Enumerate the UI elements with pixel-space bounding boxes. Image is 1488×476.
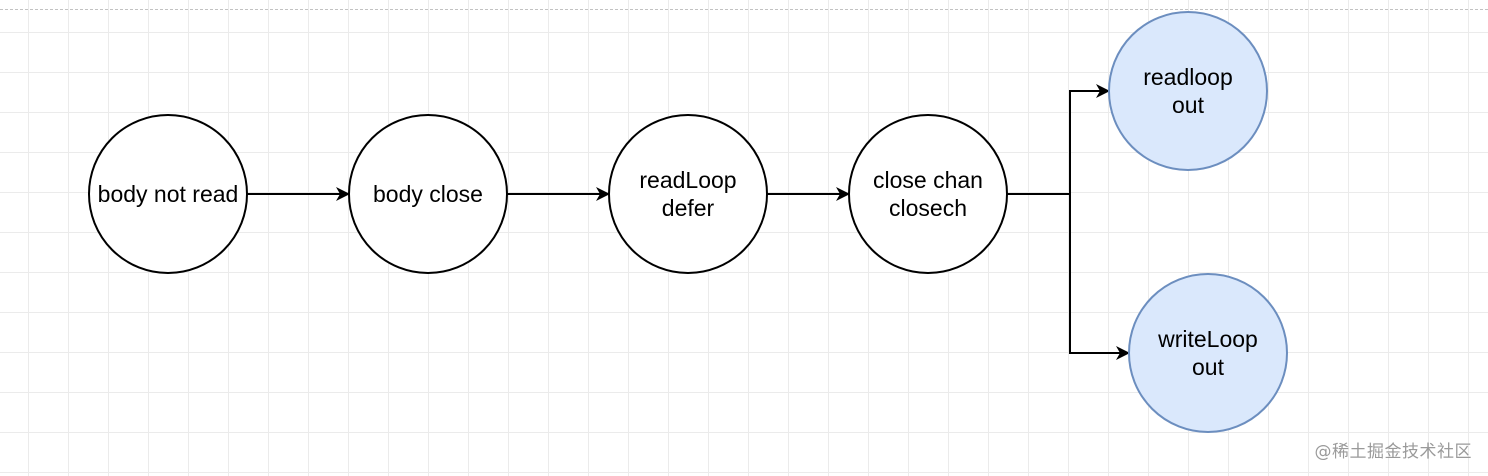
node-label-writeloop-out-line-1: out <box>1192 354 1225 380</box>
node-label-close-chan-line-0: close chan <box>873 167 983 193</box>
node-circle-readloop-out <box>1108 11 1268 171</box>
node-label-writeloop-out-line-0: writeLoop <box>1157 326 1258 352</box>
edge-close-chan-to-readloop-out <box>1007 84 1110 195</box>
node-circle-body-not-read <box>88 114 248 274</box>
node-label-readloop-out-line-1: out <box>1172 92 1205 118</box>
edge-close-chan-to-writeloop-out <box>1007 193 1130 360</box>
node-body-close: body close <box>348 114 508 274</box>
node-circle-readloop-defer <box>608 114 768 274</box>
node-label-readloop-defer-line-1: defer <box>662 195 715 221</box>
node-label-readloop-out-line-0: readloop <box>1143 64 1233 90</box>
edges-layer <box>247 84 1130 360</box>
node-circle-body-close <box>348 114 508 274</box>
node-circle-writeloop-out <box>1128 273 1288 433</box>
node-label-close-chan-line-1: closech <box>889 195 967 221</box>
page-break-guide <box>0 9 1488 10</box>
node-label-body-close-line-0: body close <box>373 181 483 207</box>
watermark-text: @稀土掘金技术社区 <box>1314 442 1472 462</box>
node-body-not-read: body not read <box>88 114 248 274</box>
node-label-readloop-defer-line-0: readLoop <box>639 167 736 193</box>
node-circle-close-chan <box>848 114 1008 274</box>
node-label-body-not-read-line-0: body not read <box>98 181 239 207</box>
